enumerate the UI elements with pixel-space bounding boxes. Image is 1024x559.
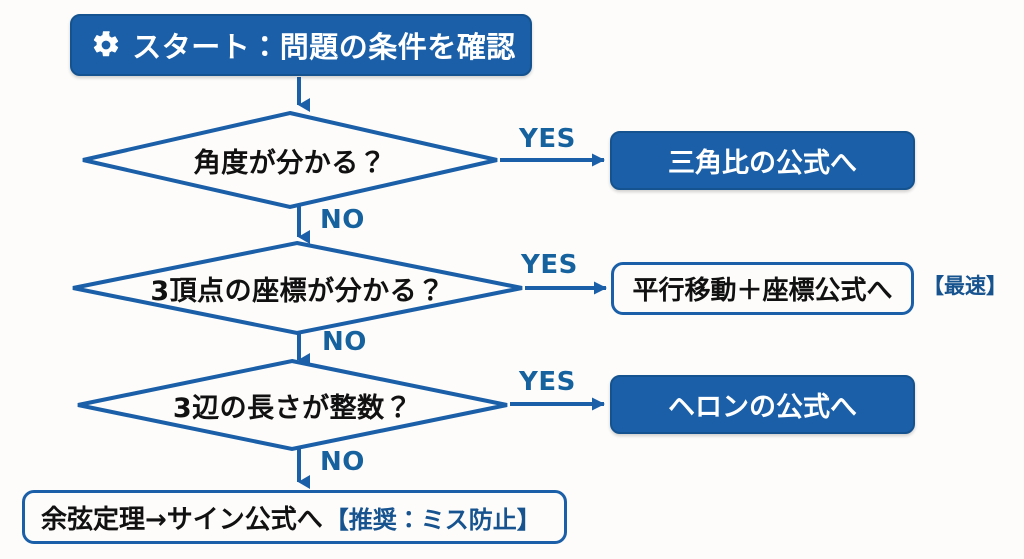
decision-angle[interactable]: 角度が分かる？ xyxy=(80,110,500,210)
final-box-law-of-cosines[interactable]: 余弦定理→サイン公式へ 【推奨：ミス防止】 xyxy=(22,490,567,544)
result-box-heron-formula-label: ヘロンの公式へ xyxy=(668,392,857,423)
final-box-main-label: 余弦定理→サイン公式へ xyxy=(41,504,323,535)
result-box-trig-ratio-label: 三角比の公式へ xyxy=(668,148,857,179)
result-box-trig-ratio[interactable]: 三角比の公式へ xyxy=(610,131,915,190)
decision-coordinates-label: 3頂点の座標が分かる？ xyxy=(150,275,445,307)
gear-icon xyxy=(90,29,122,61)
annotation-fastest: 【最速】 xyxy=(923,274,1007,298)
final-box-note-label: 【推奨：ミス防止】 xyxy=(324,505,541,534)
result-box-heron-formula[interactable]: ヘロンの公式へ xyxy=(610,375,915,434)
edge-label-yes-1: YES xyxy=(519,124,576,154)
start-node[interactable]: スタート：問題の条件を確認 xyxy=(70,14,532,76)
decision-coordinates[interactable]: 3頂点の座標が分かる？ xyxy=(70,240,525,336)
edge-label-yes-2: YES xyxy=(521,250,578,280)
decision-angle-label: 角度が分かる？ xyxy=(193,147,387,179)
edge-label-no-1: NO xyxy=(320,205,365,235)
start-node-label: スタート：問題の条件を確認 xyxy=(132,30,516,64)
edge-label-no-3: NO xyxy=(320,447,365,477)
result-box-coordinate-formula[interactable]: 平行移動＋座標公式へ xyxy=(611,262,914,315)
result-box-coordinate-formula-label: 平行移動＋座標公式へ xyxy=(632,276,893,306)
decision-integer-sides-label: 3辺の長さが整数？ xyxy=(172,392,413,424)
edge-label-yes-3: YES xyxy=(519,367,576,397)
decision-integer-sides[interactable]: 3辺の長さが整数？ xyxy=(75,358,510,452)
edge-label-no-2: NO xyxy=(322,327,367,357)
